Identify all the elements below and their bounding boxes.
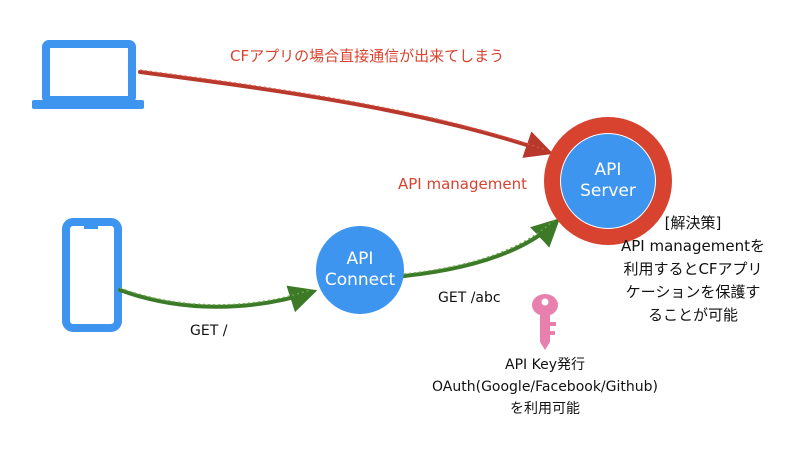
api-connect-label: API Connect	[316, 249, 404, 291]
api-connect-label-line-2: Connect	[324, 270, 396, 290]
laptop-icon	[32, 40, 144, 109]
api-key-line-1: API Key発行	[505, 357, 585, 373]
solution-line-3: 利用するとCFアプリ	[623, 260, 763, 278]
connect-to-server-arrow	[402, 218, 561, 278]
solution-line-1: [解決策]	[664, 214, 722, 232]
api-server-label-line-1: API	[594, 160, 622, 180]
phone-to-connect-arrow	[118, 285, 318, 313]
smartphone-icon	[62, 218, 122, 332]
api-key-line-2: OAuth(Google/Facebook/Github)	[432, 379, 658, 395]
direct-access-warning: CFアプリの場合直接通信が出来てしまう	[230, 47, 505, 65]
api-server-label-line-2: Server	[580, 181, 636, 201]
api-management-label: API management	[398, 175, 527, 193]
solution-line-5: ることが可能	[647, 306, 738, 324]
key-icon	[532, 294, 558, 350]
get-root-label: GET /	[190, 323, 228, 339]
api-key-line-3: を利用可能	[510, 401, 580, 417]
api-server-node	[544, 117, 672, 245]
solution-note: [解決策] API managementを 利用するとCFアプリ ケーションを保…	[608, 212, 778, 327]
api-connect-node	[316, 226, 404, 314]
api-key-note: API Key発行 OAuth(Google/Facebook/Github) …	[400, 354, 690, 420]
api-connect-label-line-1: API	[346, 249, 374, 269]
solution-line-2: API managementを	[621, 237, 765, 255]
get-abc-label: GET /abc	[438, 290, 501, 306]
direct-access-arrow	[138, 70, 554, 158]
api-server-label: API Server	[561, 160, 655, 202]
solution-line-4: ケーションを保護す	[625, 283, 761, 301]
